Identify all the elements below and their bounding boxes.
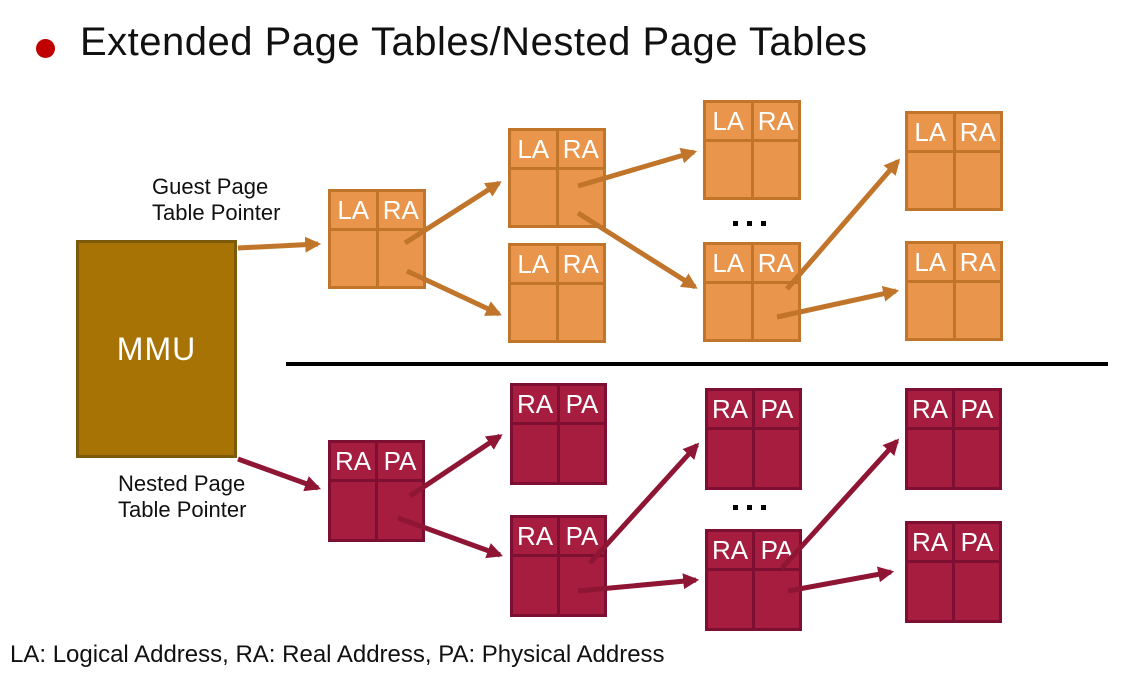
cell-empty (560, 557, 604, 614)
guest-pointer-arrow (237, 236, 322, 253)
cell-empty (560, 425, 604, 482)
cell-label-ra: RA (708, 391, 752, 427)
cell-empty (511, 170, 556, 225)
cell-label-ra: RA (753, 245, 798, 281)
cell-label-ra: RA (908, 391, 952, 427)
cell-empty (908, 430, 952, 487)
cell-empty (378, 231, 423, 286)
title-bullet-icon (36, 39, 55, 58)
cell-empty (755, 571, 799, 628)
nested-pointer-label: Nested Page Table Pointer (118, 471, 246, 523)
cell-empty (558, 285, 603, 340)
nested-pointer-arrow (237, 456, 322, 492)
cell-empty (708, 571, 752, 628)
cell-empty (955, 153, 1000, 208)
ellipsis-nested (733, 505, 766, 510)
cell-label-la: LA (511, 246, 556, 282)
cell-empty (706, 142, 751, 197)
nested-pointer-arrow (787, 566, 895, 594)
cell-empty (513, 425, 557, 482)
ellipsis-dot (761, 221, 766, 226)
nested-pointer-label-line1: Nested Page (118, 471, 246, 496)
cell-empty (753, 284, 798, 339)
cell-label-la: LA (908, 114, 953, 150)
cell-label-ra: RA (558, 246, 603, 282)
legend-text: LA: Logical Address, RA: Real Address, P… (10, 641, 665, 668)
cell-label-la: LA (706, 245, 751, 281)
cell-label-pa: PA (378, 443, 422, 479)
cell-label-pa: PA (560, 518, 604, 554)
nested-pointer-label-line2: Table Pointer (118, 497, 247, 522)
cell-empty (955, 563, 999, 620)
cell-empty (753, 142, 798, 197)
cell-label-ra: RA (513, 518, 557, 554)
cell-empty (331, 231, 376, 286)
cell-label-ra: RA (708, 532, 752, 568)
cell-empty (755, 430, 799, 487)
cell-empty (708, 430, 752, 487)
cell-empty (955, 430, 999, 487)
cell-label-ra: RA (753, 103, 798, 139)
cell-label-pa: PA (755, 532, 799, 568)
cell-label-ra: RA (955, 244, 1000, 280)
cell-empty (908, 153, 953, 208)
cell-label-pa: PA (955, 524, 999, 560)
cell-empty (511, 285, 556, 340)
cell-empty (513, 557, 557, 614)
slide-title: Extended Page Tables/Nested Page Tables (80, 20, 868, 64)
cell-label-pa: PA (755, 391, 799, 427)
cell-empty (908, 283, 953, 338)
guest-pointer-label-line2: Table Pointer (152, 200, 281, 225)
mmu-box: MMU (76, 240, 237, 458)
ellipsis-guest (733, 221, 766, 226)
cell-label-ra: RA (955, 114, 1000, 150)
cell-label-ra: RA (331, 443, 375, 479)
cell-empty (558, 170, 603, 225)
cell-label-la: LA (511, 131, 556, 167)
guest-pointer-arrow (785, 158, 901, 291)
cell-label-ra: RA (513, 386, 557, 422)
cell-empty (378, 482, 422, 539)
ellipsis-dot (733, 221, 738, 226)
guest-pointer-label-line1: Guest Page (152, 174, 269, 199)
cell-label-ra: RA (558, 131, 603, 167)
cell-label-ra: RA (378, 192, 423, 228)
ellipsis-dot (747, 505, 752, 510)
ellipsis-dot (733, 505, 738, 510)
ellipsis-dot (761, 505, 766, 510)
cell-label-ra: RA (908, 524, 952, 560)
cell-empty (955, 283, 1000, 338)
ellipsis-dot (747, 221, 752, 226)
cell-label-la: LA (706, 103, 751, 139)
cell-label-la: LA (331, 192, 376, 228)
cell-label-pa: PA (560, 386, 604, 422)
cell-empty (908, 563, 952, 620)
cell-empty (706, 284, 751, 339)
cell-label-la: LA (908, 244, 953, 280)
cell-empty (331, 482, 375, 539)
cell-label-pa: PA (955, 391, 999, 427)
guest-pointer-label: Guest Page Table Pointer (152, 174, 280, 226)
